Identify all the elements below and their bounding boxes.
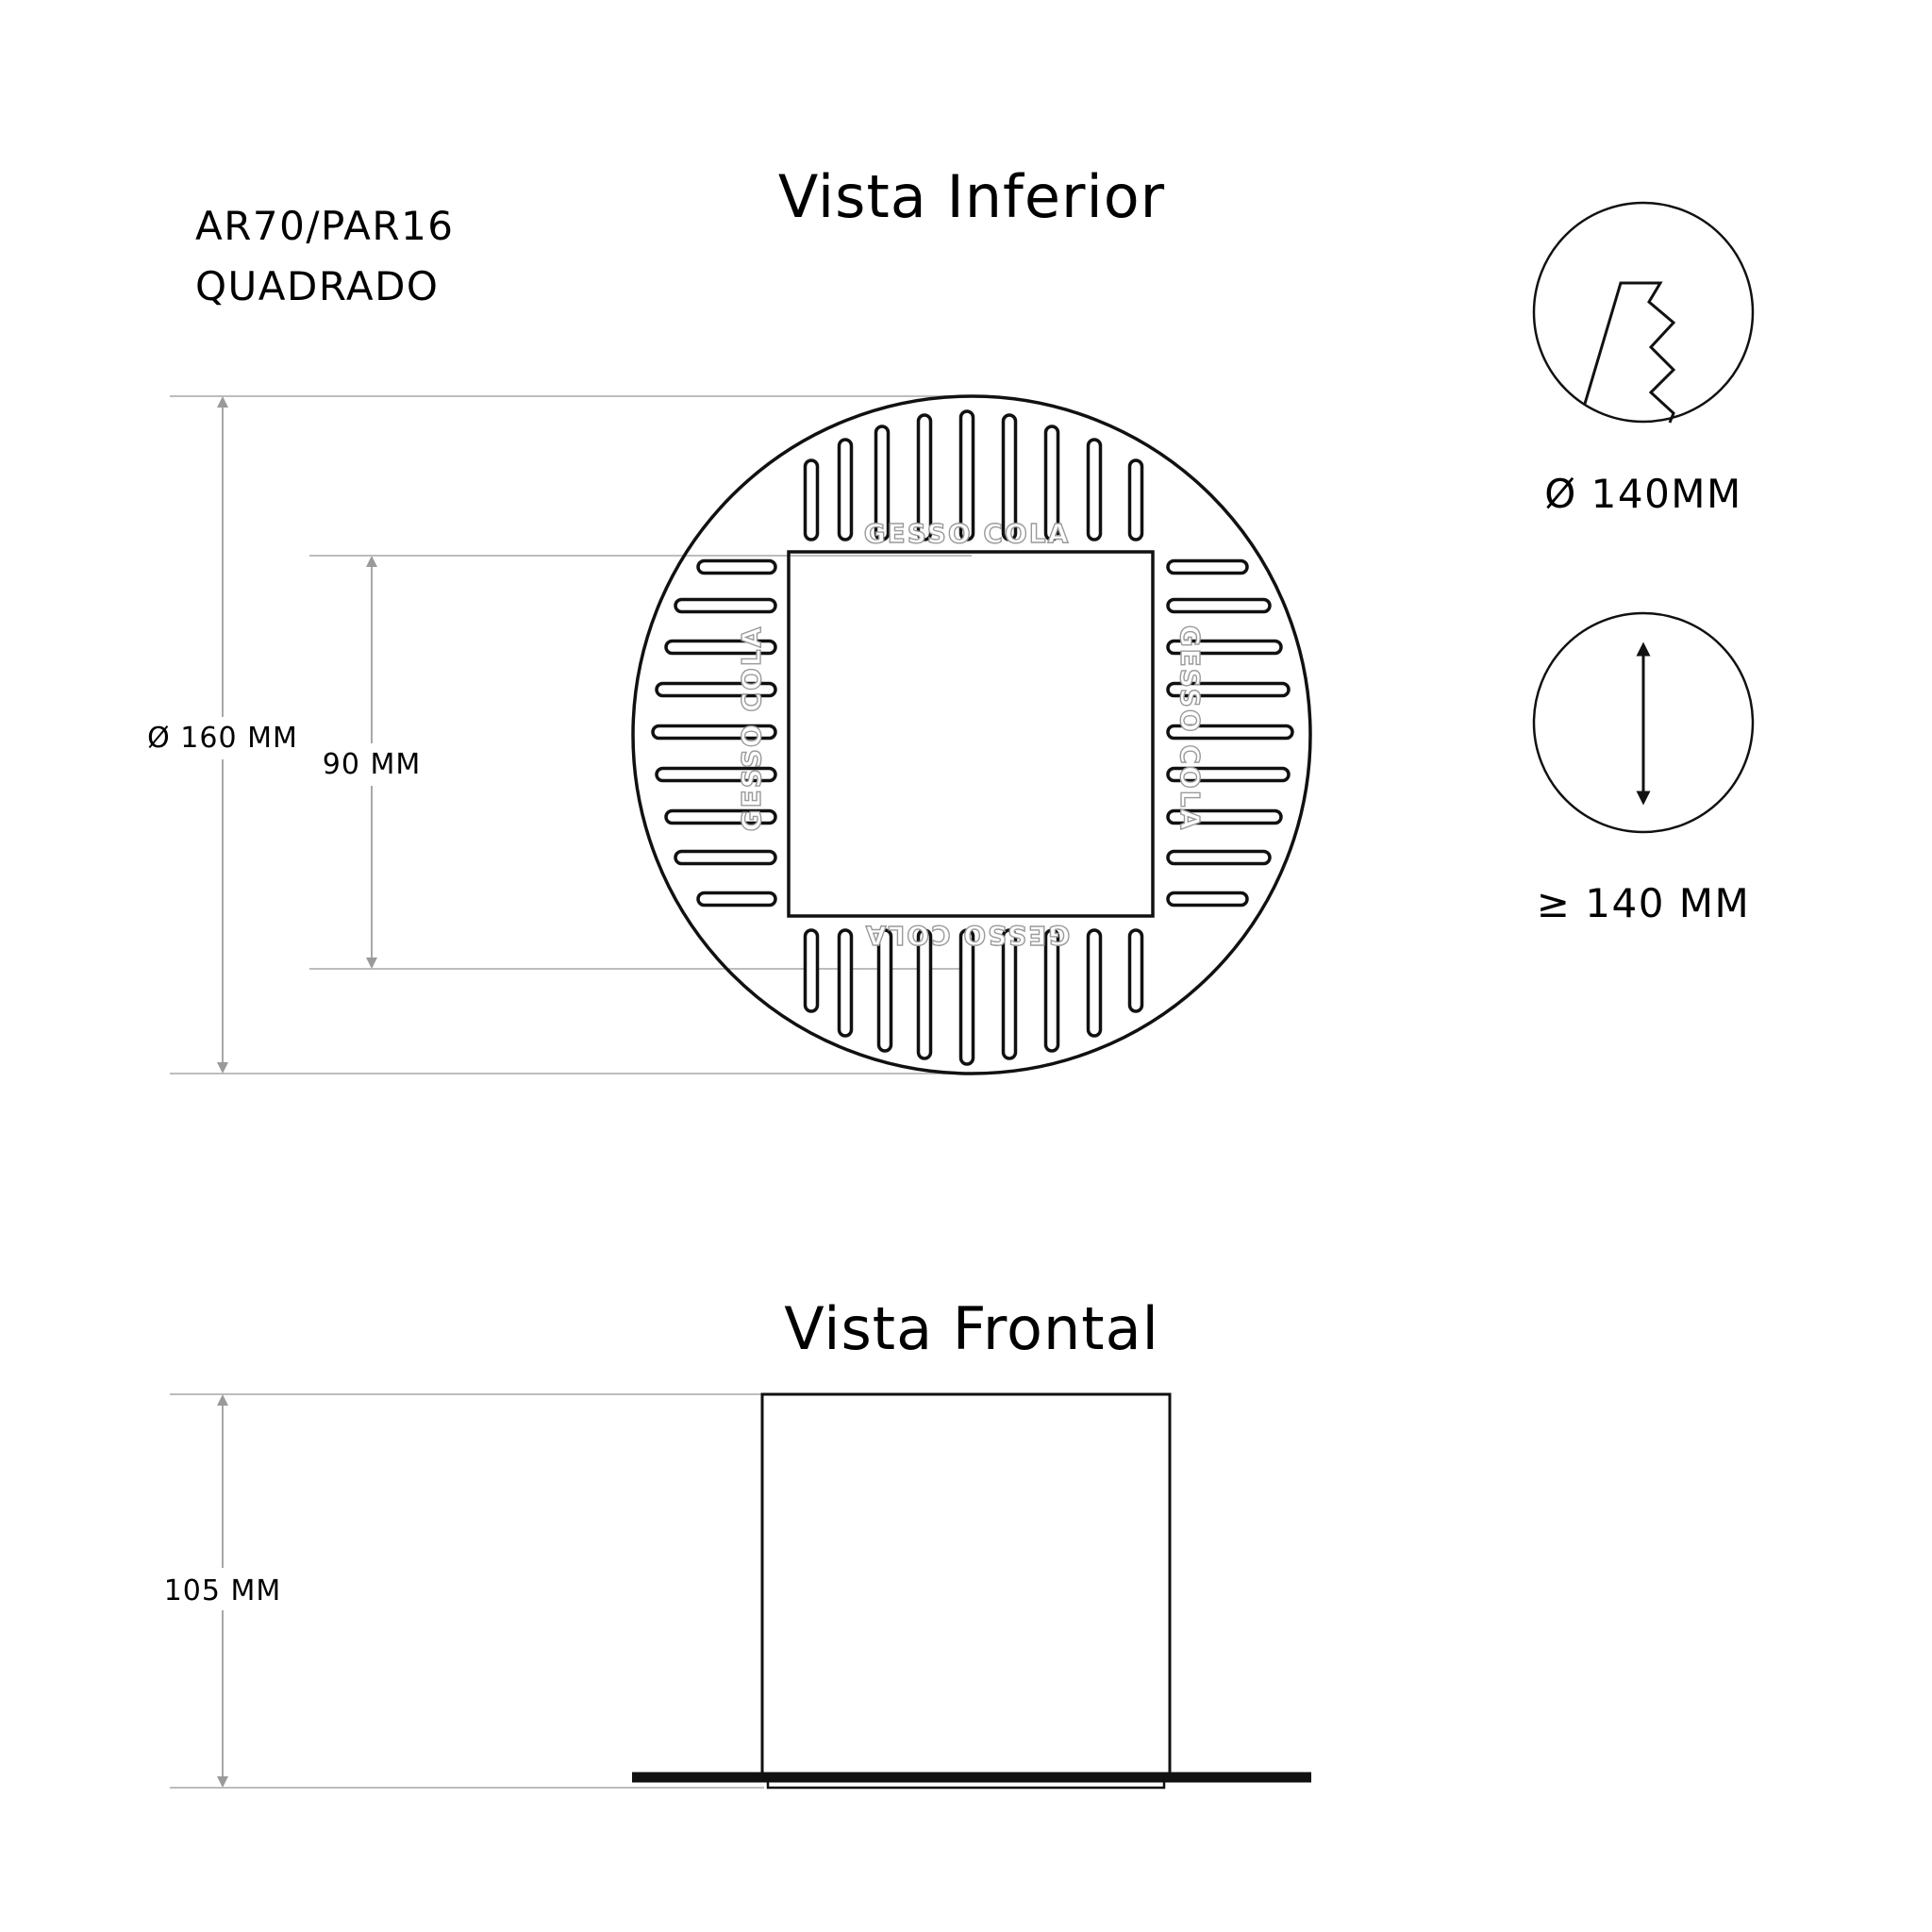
vent-slot-bottom [1127,928,1144,1013]
vent-slot-bottom [958,928,975,1066]
vent-slot-top [837,438,854,541]
square-side-dimension: 90 MM [309,555,972,970]
vent-slot-right [1166,558,1249,575]
vent-slot-bottom [1043,928,1060,1053]
vent-slot-left [664,639,777,656]
vent-slot-top [958,409,975,541]
vent-slot-top [1086,438,1103,541]
gesso-cola-label-top: GESSO COLA [864,518,1071,549]
vent-slot-bottom [876,928,893,1053]
vent-slot-left [696,891,777,908]
vent-slot-bottom [1086,928,1103,1038]
vent-slot-bottom [1001,928,1018,1060]
vent-slot-right [1166,808,1283,825]
housing-body [760,1392,1172,1775]
vent-slot-top [916,413,933,541]
vent-slot-left [655,681,777,698]
vent-slot-bottom [803,928,820,1013]
outer-ring [631,394,1312,1075]
height-label: 105 MM [164,1574,282,1607]
outer-diameter-label: Ø 160 MM [147,722,298,755]
square-aperture [787,550,1155,918]
vent-slot-right [1166,724,1294,741]
front-view [632,1392,1311,1790]
bottom-view-title: Vista Inferior [778,162,1165,231]
vent-slot-bottom [837,928,854,1038]
gesso-cola-label-left: GESSO COLA [736,625,767,832]
product-shape: QUADRADO [195,263,439,309]
vent-slot-top [803,458,820,541]
vent-slot-top [874,425,891,541]
square-side-label: 90 MM [323,748,421,781]
vent-slot-right [1166,639,1283,656]
height-dimension: 105 MM [164,1393,764,1789]
outer-diameter-dimension: Ø 160 MM [147,395,972,1074]
vertical-double-arrow-icon [1532,611,1755,834]
ventilation-slots [651,409,1294,1066]
min-depth-label: ≥ 140 MM [1537,880,1751,926]
vent-slot-left [655,766,777,783]
vent-slot-right [1166,597,1272,614]
vent-slot-left [674,849,777,866]
vent-slot-top [1127,458,1144,541]
vent-slot-top [1043,425,1060,541]
cutout-diameter-label: Ø 140MM [1544,471,1742,517]
vent-slot-left [664,808,777,825]
product-code: AR70/PAR16 [195,203,455,249]
vent-slot-left [651,724,777,741]
vent-slot-right [1166,891,1249,908]
gesso-cola-label-right: GESSO COLA [1174,625,1206,832]
front-view-title: Vista Frontal [784,1294,1159,1363]
vent-slot-right [1166,849,1272,866]
vent-slot-bottom [916,928,933,1060]
gesso-cola-label-bottom: GESSO COLA [864,920,1071,951]
bottom-view: GESSO COLA GESSO COLA GESSO COLA GESSO C… [631,394,1312,1075]
vent-slot-top [1001,413,1018,541]
vent-slot-right [1166,766,1291,783]
vent-slot-right [1166,681,1291,698]
vent-slot-left [674,597,777,614]
ceiling-cut-icon [1532,201,1755,424]
vent-slot-left [696,558,777,575]
